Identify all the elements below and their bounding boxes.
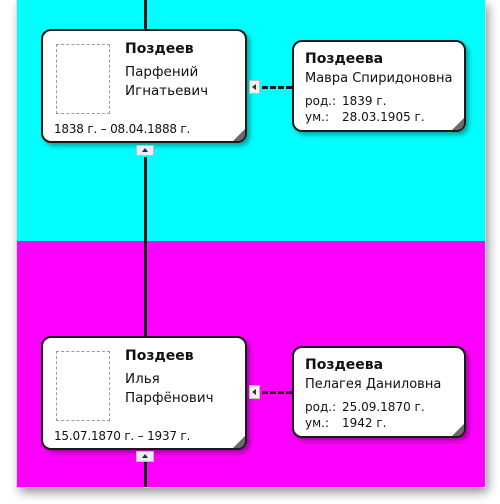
person-first-name: Парфений (125, 64, 199, 80)
spouse-death-row: ум.: 1942 г. (305, 416, 386, 430)
card-corner-icon (452, 424, 464, 436)
card-corner-icon (233, 129, 245, 141)
spouse-surname: Поздеева (305, 51, 384, 67)
photo-placeholder-icon (56, 351, 110, 421)
chevron-up-icon[interactable] (136, 145, 154, 156)
person-lifespan: 15.07.1870 г. – 1937 г. (54, 429, 191, 443)
spouse-link-line (262, 391, 292, 394)
birth-label: род.: (305, 400, 337, 414)
spouse-death-row: ум.: 28.03.1905 г. (305, 110, 425, 124)
triangle-left-icon[interactable] (249, 80, 260, 94)
person-patronymic: Игнатьевич (125, 83, 209, 99)
death-label: ум.: (305, 110, 330, 124)
spouse-card[interactable]: Поздеева Пелагея Даниловна род.: 25.09.18… (292, 346, 466, 438)
birth-label: род.: (305, 94, 337, 108)
person-patronymic: Парфёнович (125, 390, 214, 406)
spouse-birth-row: род.: 25.09.1870 г. (305, 400, 425, 414)
triangle-left-icon[interactable] (249, 385, 260, 399)
person-given-name: Парфений Игнатьевич (125, 63, 208, 101)
lineage-line (144, 0, 147, 30)
birth-date: 25.09.1870 г. (342, 400, 425, 414)
photo-placeholder-icon (56, 44, 110, 114)
card-corner-icon (452, 118, 464, 130)
person-surname: Поздеев (125, 348, 194, 364)
person-card[interactable]: Поздеев Парфений Игнатьевич 1838 г. – 08… (41, 29, 247, 143)
spouse-surname: Поздеева (305, 357, 384, 373)
lineage-line (144, 157, 147, 337)
person-card[interactable]: Поздеев Илья Парфёнович 15.07.1870 г. – … (41, 336, 247, 450)
birth-date: 1839 г. (342, 94, 387, 108)
chevron-up-icon[interactable] (136, 451, 154, 462)
person-given-name: Илья Парфёнович (125, 370, 214, 408)
spouse-link-line (262, 86, 292, 89)
person-first-name: Илья (125, 371, 160, 387)
death-label: ум.: (305, 416, 330, 430)
spouse-given-name: Пелагея Даниловна (305, 377, 442, 392)
death-date: 28.03.1905 г. (342, 110, 425, 124)
person-surname: Поздеев (125, 41, 194, 57)
spouse-given-name: Мавра Спиридоновна (305, 71, 453, 86)
spouse-card[interactable]: Поздеева Мавра Спиридоновна род.: 1839 г.… (292, 40, 466, 132)
spouse-birth-row: род.: 1839 г. (305, 94, 386, 108)
person-lifespan: 1838 г. – 08.04.1888 г. (54, 122, 191, 136)
family-tree-canvas: Поздеев Парфений Игнатьевич 1838 г. – 08… (17, 0, 485, 487)
death-date: 1942 г. (342, 416, 387, 430)
lineage-line (144, 462, 147, 487)
card-corner-icon (233, 436, 245, 448)
